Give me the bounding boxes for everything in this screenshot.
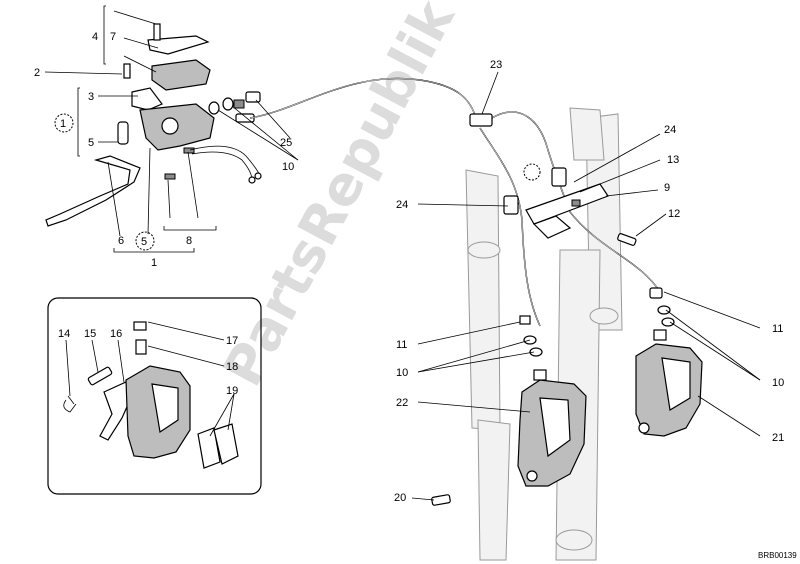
callout-20: 20 xyxy=(394,492,406,504)
bracket-screw xyxy=(617,233,637,246)
svg-text:5: 5 xyxy=(141,236,147,248)
callout-8: 8 xyxy=(186,235,192,247)
callout-14: 14 xyxy=(58,328,70,340)
leader-lines xyxy=(44,10,761,501)
reservoir-body xyxy=(151,59,211,91)
pad-pin xyxy=(87,366,113,386)
diagram-code: BRB00139 xyxy=(758,551,797,560)
retaining-clip xyxy=(63,395,77,413)
hose-bracket xyxy=(525,183,637,246)
brake-lever xyxy=(45,155,141,227)
hose-junction xyxy=(469,113,493,127)
callout-10-left: 10 xyxy=(396,367,408,379)
brake-pad xyxy=(197,427,221,469)
caliper-mounting-bolt xyxy=(431,494,451,506)
callout-15: 15 xyxy=(84,328,96,340)
callout-11-right: 11 xyxy=(772,323,783,335)
callout-9: 9 xyxy=(664,182,670,194)
front-fork xyxy=(465,107,623,561)
brake-pad xyxy=(213,423,239,465)
callout-10-top: 10 xyxy=(282,161,294,173)
callout-7: 7 xyxy=(110,31,116,43)
callout-11-left: 11 xyxy=(396,339,407,351)
circled-ref-1: 1 xyxy=(54,113,74,133)
callout-labels: 4 7 2 3 5 6 8 1 25 10 23 24 13 9 24 12 1… xyxy=(34,31,784,504)
callout-16: 16 xyxy=(110,328,122,340)
callout-10-right: 10 xyxy=(772,377,784,389)
callout-19: 19 xyxy=(226,385,238,397)
pad-spring xyxy=(99,381,131,441)
reference-gear-icon xyxy=(523,163,541,181)
cap-screw xyxy=(153,23,161,41)
clamp-screw xyxy=(123,63,131,79)
banjo-bolt xyxy=(245,91,261,103)
inset-box xyxy=(47,297,262,495)
callout-3: 3 xyxy=(88,91,94,103)
right-caliper xyxy=(635,287,703,437)
left-caliper xyxy=(431,315,587,506)
circled-ref-5: 5 xyxy=(135,231,155,251)
pivot-pin xyxy=(117,121,129,145)
handlebar-clamp xyxy=(131,87,163,111)
svg-text:1: 1 xyxy=(60,118,66,130)
callout-25: 25 xyxy=(280,137,292,149)
callout-18: 18 xyxy=(226,361,238,373)
callout-13: 13 xyxy=(667,154,679,166)
callout-6: 6 xyxy=(118,235,124,247)
callout-12: 12 xyxy=(668,208,680,220)
callout-5: 5 xyxy=(88,137,94,149)
callout-23: 23 xyxy=(490,59,502,71)
brake-hoses xyxy=(249,77,661,327)
callout-24-right: 24 xyxy=(664,124,676,136)
master-cylinder-assembly xyxy=(45,23,262,227)
callout-1: 1 xyxy=(151,257,157,269)
watermark: PartsRepublik xyxy=(211,0,467,396)
group-braces xyxy=(77,5,217,253)
callout-21: 21 xyxy=(772,432,784,444)
callout-24-left: 24 xyxy=(396,199,408,211)
callout-2: 2 xyxy=(34,67,40,79)
reservoir-cap-plate xyxy=(147,35,210,55)
callout-4: 4 xyxy=(92,31,98,43)
callout-17: 17 xyxy=(226,335,238,347)
callout-22: 22 xyxy=(396,397,408,409)
